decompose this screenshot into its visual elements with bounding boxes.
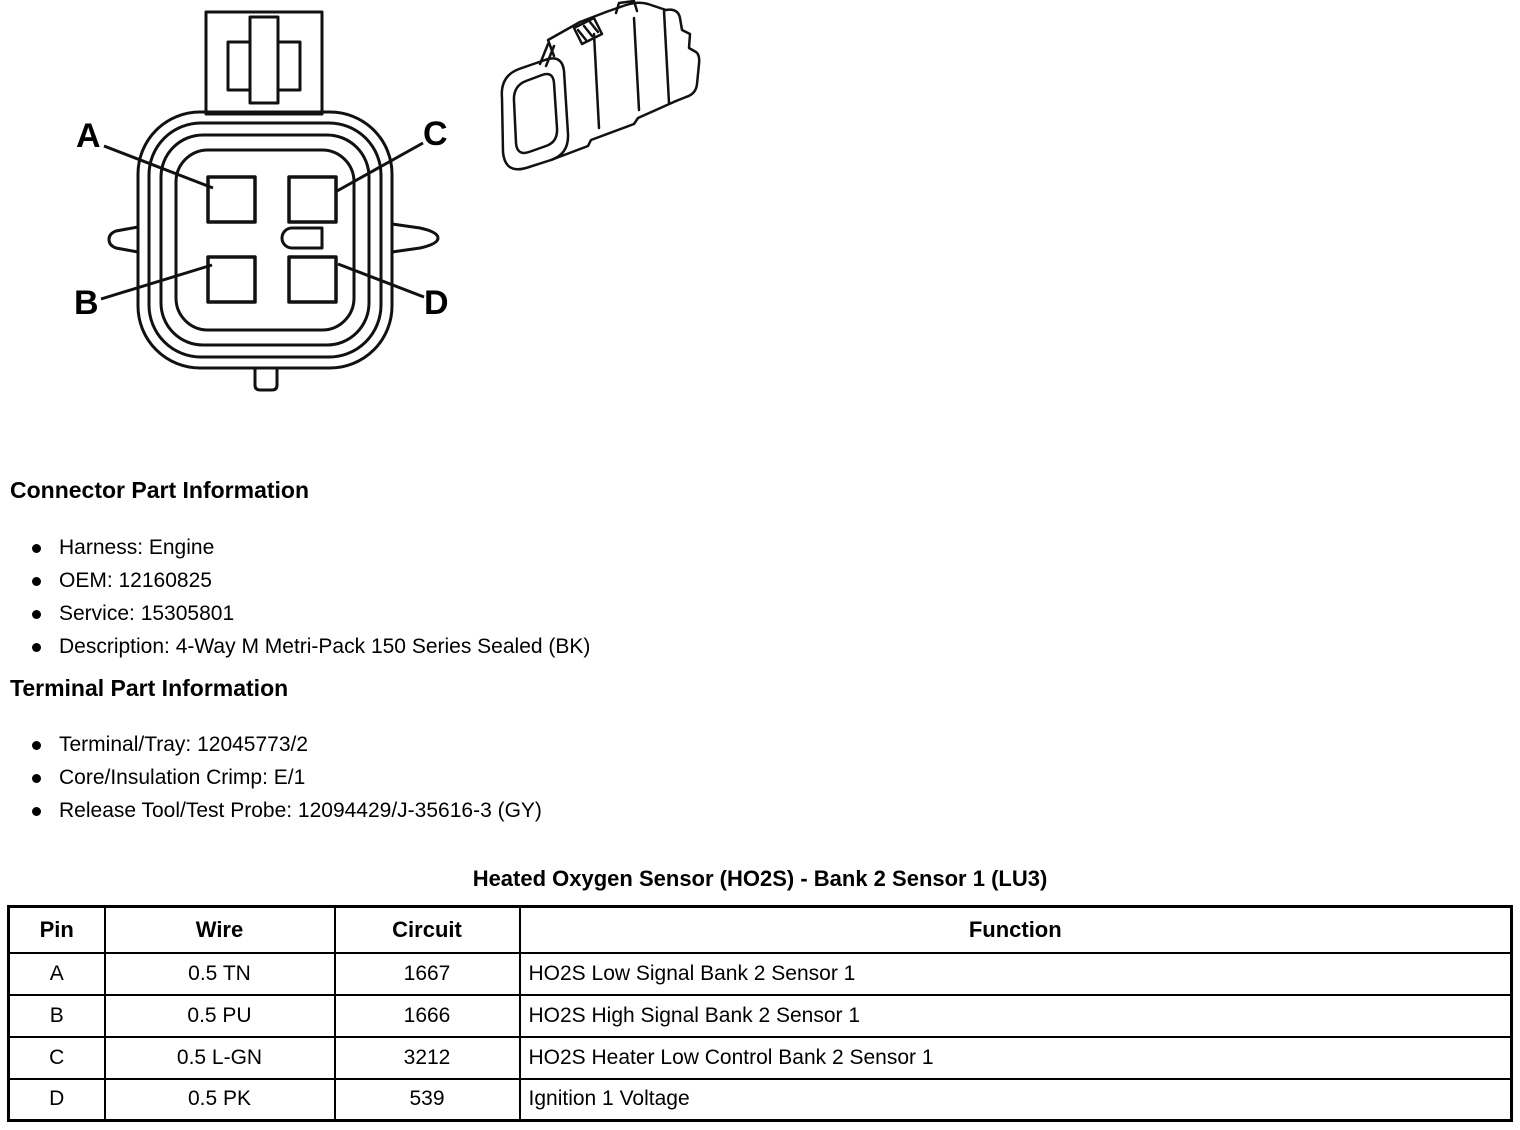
col-header-circuit: Circuit <box>333 905 521 954</box>
terminal-cavity-a <box>206 175 257 224</box>
connector-part-info-heading: Connector Part Information <box>10 477 310 503</box>
list-item: OEM: 12160825 <box>32 570 590 592</box>
col-header-wire: Wire <box>103 905 336 954</box>
cell-pin: B <box>7 993 106 1038</box>
cell-pin: D <box>7 1077 106 1122</box>
pin-label-c: C <box>423 115 448 153</box>
side-view-front-outer <box>500 57 570 171</box>
terminal-part-info-list: Terminal/Tray: 12045773/2 Core/Insulatio… <box>32 734 542 833</box>
cell-wire: 0.5 PU <box>103 993 336 1038</box>
bullet-icon <box>32 610 41 619</box>
bullet-icon <box>32 807 41 816</box>
connector-bottom-tab <box>253 368 279 392</box>
side-view-top-edge <box>604 1 668 14</box>
side-view-seams <box>592 9 671 130</box>
table-row: C 0.5 L-GN 3212 HO2S Heater Low Control … <box>7 1035 1513 1080</box>
cell-circuit: 539 <box>333 1077 521 1122</box>
cell-pin: C <box>7 1035 106 1080</box>
cell-function: Ignition 1 Voltage <box>518 1077 1513 1122</box>
keyway-slot <box>280 226 324 250</box>
connector-left-tab <box>107 225 139 254</box>
bullet-icon <box>32 774 41 783</box>
table-row: A 0.5 TN 1667 HO2S Low Signal Bank 2 Sen… <box>7 951 1513 996</box>
connector-body-rings <box>136 110 394 370</box>
side-view-latch-hatch <box>576 20 600 42</box>
leader-lines <box>100 141 425 301</box>
side-view-rear-outline <box>664 8 701 103</box>
table-row: B 0.5 PU 1666 HO2S High Signal Bank 2 Se… <box>7 993 1513 1038</box>
cell-wire: 0.5 TN <box>103 951 336 996</box>
list-item: Service: 15305801 <box>32 603 590 625</box>
list-item: Harness: Engine <box>32 537 590 559</box>
terminal-cavity-c <box>287 175 338 224</box>
table-row: D 0.5 PK 539 Ignition 1 Voltage <box>7 1077 1513 1122</box>
list-item-text: Terminal/Tray: 12045773/2 <box>59 733 309 756</box>
list-item: Description: 4-Way M Metri-Pack 150 Seri… <box>32 636 590 658</box>
bullet-icon <box>32 544 41 553</box>
terminal-cavity-d <box>287 255 338 304</box>
pin-label-a: A <box>76 117 101 155</box>
side-view-latch-arm <box>546 10 608 58</box>
list-item-text: Service: 15305801 <box>59 602 235 625</box>
bullet-icon <box>32 643 41 652</box>
cell-circuit: 1667 <box>333 951 521 996</box>
list-item-text: Harness: Engine <box>59 536 215 559</box>
list-item-text: Core/Insulation Crimp: E/1 <box>59 766 306 789</box>
cell-function: HO2S Heater Low Control Bank 2 Sensor 1 <box>518 1035 1513 1080</box>
cell-circuit: 3212 <box>333 1035 521 1080</box>
cell-wire: 0.5 PK <box>103 1077 336 1122</box>
cell-function: HO2S High Signal Bank 2 Sensor 1 <box>518 993 1513 1038</box>
col-header-pin: Pin <box>7 905 106 954</box>
connector-part-info-list: Harness: Engine OEM: 12160825 Service: 1… <box>32 537 590 669</box>
terminal-cavities <box>206 175 338 304</box>
connector-top-latch <box>204 10 324 116</box>
table-title: Heated Oxygen Sensor (HO2S) - Bank 2 Sen… <box>472 866 1048 891</box>
pin-label-b: B <box>74 284 99 322</box>
col-header-function: Function <box>518 905 1513 954</box>
bullet-icon <box>32 577 41 586</box>
cell-wire: 0.5 L-GN <box>103 1035 336 1080</box>
connector-right-tab <box>391 222 440 254</box>
bullet-icon <box>32 741 41 750</box>
list-item-text: OEM: 12160825 <box>59 569 212 592</box>
cell-circuit: 1666 <box>333 993 521 1038</box>
connector-side-view-diagram <box>500 0 701 171</box>
side-view-bottom-edge <box>549 99 678 162</box>
connector-face-diagram: A C B D <box>74 10 449 392</box>
terminal-cavity-b <box>206 255 257 304</box>
table-header-row: Pin Wire Circuit Function <box>7 905 1513 954</box>
list-item-text: Release Tool/Test Probe: 12094429/J-3561… <box>59 799 542 822</box>
list-item-text: Description: 4-Way M Metri-Pack 150 Seri… <box>59 635 591 658</box>
cell-function: HO2S Low Signal Bank 2 Sensor 1 <box>518 951 1513 996</box>
side-view-latch-pad <box>572 16 604 46</box>
pin-label-d: D <box>424 284 449 322</box>
side-view-top-tab <box>614 0 639 15</box>
list-item: Release Tool/Test Probe: 12094429/J-3561… <box>32 800 542 822</box>
pinout-table: Pin Wire Circuit Function A 0.5 TN 1667 … <box>7 905 1513 1122</box>
list-item: Terminal/Tray: 12045773/2 <box>32 734 542 756</box>
side-view-spring-lines <box>538 42 556 68</box>
side-view-front-inner <box>512 72 559 155</box>
list-item: Core/Insulation Crimp: E/1 <box>32 767 542 789</box>
cell-pin: A <box>7 951 106 996</box>
terminal-part-info-heading: Terminal Part Information <box>10 675 289 701</box>
